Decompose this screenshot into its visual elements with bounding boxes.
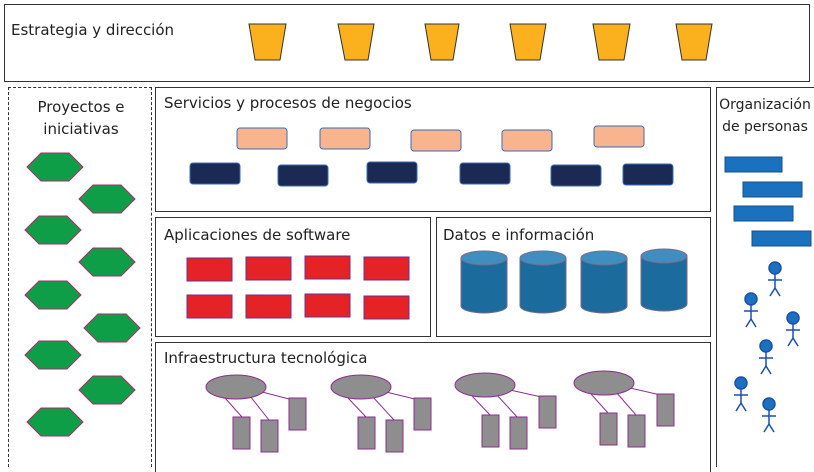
app-box bbox=[363, 295, 410, 320]
data-panel: Datos e información bbox=[436, 217, 711, 337]
strategy-trapezoid bbox=[337, 23, 375, 61]
org-bar bbox=[751, 230, 812, 247]
process-light-box bbox=[236, 127, 288, 150]
strategy-trapezoid bbox=[248, 23, 287, 61]
strategy-trapezoids bbox=[248, 23, 713, 61]
server-cluster bbox=[573, 370, 675, 448]
services-title: Servicios y procesos de negocios bbox=[164, 94, 412, 112]
server-cluster bbox=[454, 372, 557, 450]
app-box bbox=[245, 256, 292, 281]
org-bar bbox=[733, 205, 794, 222]
infra-clusters bbox=[205, 370, 675, 453]
person-icon bbox=[762, 397, 776, 433]
process-light-box bbox=[319, 127, 371, 150]
databases bbox=[460, 248, 688, 314]
process-dark-box bbox=[622, 163, 674, 186]
app-boxes bbox=[186, 255, 410, 320]
strategy-trapezoid bbox=[592, 23, 631, 61]
org-bars bbox=[724, 156, 812, 247]
process-light-box bbox=[501, 129, 553, 152]
person-icon bbox=[786, 311, 800, 347]
process-dark-box bbox=[550, 164, 602, 187]
apps-title: Aplicaciones de software bbox=[164, 226, 351, 244]
process-light-box bbox=[593, 125, 645, 148]
infra-panel: Infraestructura tecnológica bbox=[155, 342, 711, 472]
app-box bbox=[186, 294, 233, 319]
person-icon bbox=[734, 376, 748, 412]
person-icon bbox=[759, 339, 773, 375]
database bbox=[640, 248, 688, 312]
infra-title: Infraestructura tecnológica bbox=[164, 349, 368, 367]
strategy-title: Estrategia y dirección bbox=[11, 21, 175, 39]
server-cluster bbox=[205, 374, 307, 453]
app-box bbox=[363, 256, 410, 281]
person-icon bbox=[744, 292, 758, 328]
app-box bbox=[186, 257, 233, 282]
people-title: Organización de personas bbox=[719, 97, 811, 135]
app-box bbox=[304, 293, 351, 318]
process-dark-boxes bbox=[189, 161, 674, 187]
process-light-box bbox=[410, 129, 462, 152]
project-hexagon bbox=[78, 247, 136, 277]
org-bar bbox=[724, 156, 783, 173]
process-dark-box bbox=[366, 161, 418, 184]
strategy-panel: Estrategia y dirección bbox=[4, 4, 810, 82]
project-hexagon bbox=[26, 407, 84, 437]
project-hexagon bbox=[24, 215, 82, 245]
strategy-trapezoid bbox=[424, 23, 460, 61]
project-hexagon bbox=[83, 313, 141, 343]
projects-title: Proyectos e iniciativas bbox=[37, 98, 125, 138]
database bbox=[519, 250, 567, 314]
process-dark-box bbox=[277, 164, 329, 187]
database bbox=[580, 250, 628, 314]
database bbox=[460, 250, 508, 314]
strategy-trapezoid bbox=[509, 23, 547, 61]
app-box bbox=[304, 255, 351, 280]
project-hexagon bbox=[78, 184, 136, 214]
project-hexagon bbox=[24, 280, 82, 310]
projects-panel: Proyectos e iniciativas bbox=[8, 87, 152, 467]
app-box bbox=[245, 294, 292, 319]
project-hexagon bbox=[26, 152, 84, 182]
person-icon bbox=[768, 261, 782, 297]
process-light-boxes bbox=[236, 125, 645, 152]
project-hexagons bbox=[24, 152, 141, 437]
process-dark-box bbox=[189, 162, 241, 185]
data-title: Datos e información bbox=[443, 226, 595, 244]
server-cluster bbox=[330, 374, 432, 453]
project-hexagon bbox=[78, 375, 136, 405]
project-hexagon bbox=[24, 340, 82, 370]
process-dark-box bbox=[459, 162, 511, 185]
org-bar bbox=[742, 181, 803, 198]
person-icons bbox=[734, 261, 800, 433]
strategy-trapezoid bbox=[675, 23, 713, 61]
